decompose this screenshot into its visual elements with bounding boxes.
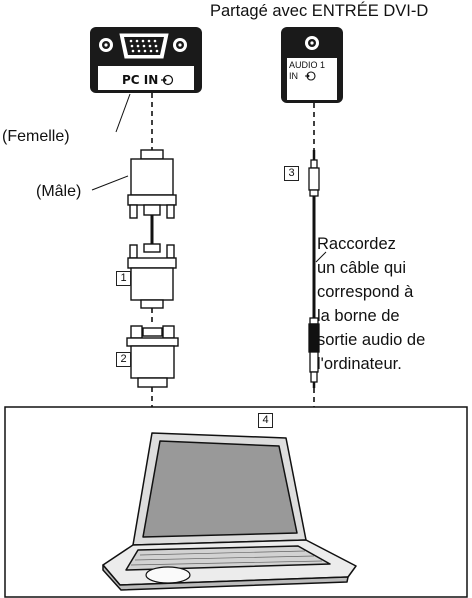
audio-cable xyxy=(308,150,320,388)
female-label: (Femelle) xyxy=(2,128,70,145)
male-leader-line xyxy=(91,175,129,191)
male-label: (Mâle) xyxy=(36,183,82,200)
callout-3: 3 xyxy=(284,166,299,181)
note-leader-line xyxy=(315,251,327,263)
vga-male-connector xyxy=(127,149,177,232)
callout-4: 4 xyxy=(258,413,273,428)
shared-input-note: Partagé avec ENTRÉE DVI-D xyxy=(210,2,429,20)
audio-in-label-line2: IN xyxy=(289,71,298,81)
audio-cable-note: Raccordez un câble qui correspond à la b… xyxy=(317,235,426,373)
laptop-icon xyxy=(102,432,357,591)
pc-in-panel: PC IN xyxy=(90,27,202,93)
female-leader-line xyxy=(115,93,131,133)
pc-in-label: PC IN xyxy=(122,73,158,87)
vga-cable xyxy=(127,232,177,309)
audio-in-panel: AUDIO 1 IN xyxy=(281,27,343,103)
computer-frame xyxy=(4,406,468,598)
guide-lines xyxy=(151,93,315,407)
callout-1: 1 xyxy=(116,271,131,286)
callout-2: 2 xyxy=(116,352,131,367)
audio-in-label-line1: AUDIO 1 xyxy=(289,60,325,70)
conversion-adapter xyxy=(126,325,179,388)
